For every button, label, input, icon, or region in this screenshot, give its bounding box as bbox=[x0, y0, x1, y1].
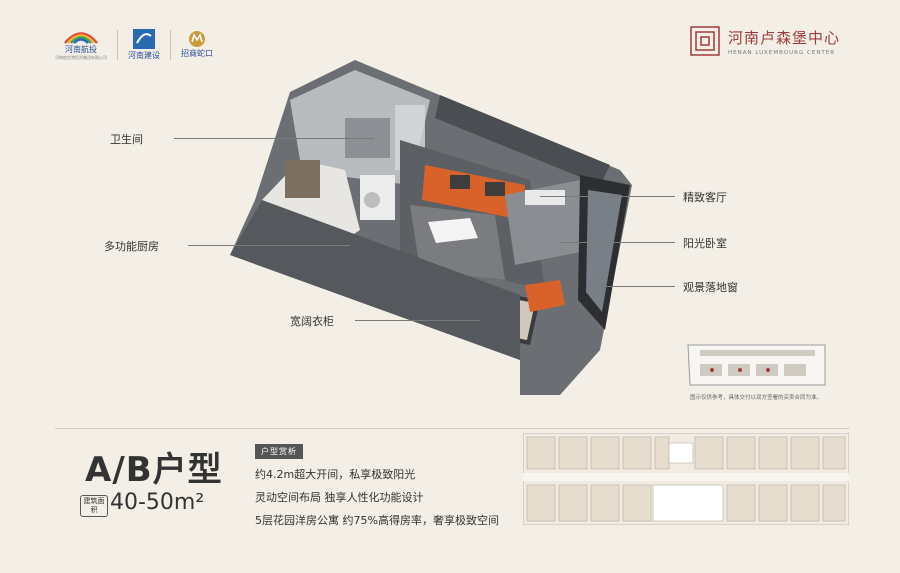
logo-henan-aviation-text: 河南航投 bbox=[65, 45, 97, 54]
coffee-table bbox=[428, 218, 478, 243]
logo-henan-construction-text: 河南建设 bbox=[128, 51, 160, 60]
key-plan bbox=[687, 344, 826, 386]
unit-3d-render bbox=[174, 60, 826, 395]
project-brand: 河南卢森堡中心 HENAN LUXEMBOURG CENTER bbox=[690, 26, 840, 56]
feature-item: 灵动空间布局 独享人性化功能设计 bbox=[255, 491, 424, 504]
logo-cmsk-text: 招商蛇口 bbox=[181, 49, 213, 58]
back-wall bbox=[435, 95, 610, 185]
developer-logos: 河南航投 河南航空港投资集团有限公司 河南建设 招商蛇口 bbox=[55, 28, 213, 61]
callout-line-wardrobe bbox=[355, 320, 480, 321]
section-divider bbox=[55, 428, 850, 429]
features-tag: 户型赏析 bbox=[255, 444, 303, 459]
logo-henan-aviation-sub: 河南航空港投资集团有限公司 bbox=[55, 55, 107, 60]
feature-item: 约4.2m超大开间，私享极致阳光 bbox=[255, 468, 416, 481]
brand-subtitle: HENAN LUXEMBOURG CENTER bbox=[727, 49, 836, 56]
lounge-chair bbox=[525, 280, 565, 312]
callout-bathroom: 卫生间 bbox=[110, 133, 143, 146]
logo-cmsk: 招商蛇口 bbox=[181, 30, 213, 59]
callout-line-kitchen bbox=[188, 245, 350, 246]
logo-henan-aviation: 河南航投 河南航空港投资集团有限公司 bbox=[55, 28, 107, 61]
area-label: 建筑面积 bbox=[80, 495, 108, 517]
floor-window-glass bbox=[586, 190, 622, 312]
kitchen-cabinet bbox=[285, 160, 320, 198]
unit-type-title: A/B户型 bbox=[85, 450, 223, 490]
callout-bedroom: 阳光卧室 bbox=[683, 237, 727, 250]
callout-line-living bbox=[540, 196, 675, 197]
construction-logo-icon bbox=[133, 29, 155, 49]
key-plan-note: 图示仅供参考，具体交付以双方签署的买卖合同为准。 bbox=[690, 395, 823, 401]
callout-wardrobe: 宽阔衣柜 bbox=[290, 315, 334, 328]
cmsk-logo-icon bbox=[189, 31, 205, 47]
callout-living: 精致客厅 bbox=[683, 191, 727, 204]
feature-item: 5层花园洋房公寓 约75%高得房率，奢享极致空间 bbox=[255, 514, 499, 527]
callout-line-window bbox=[600, 286, 675, 287]
logo-divider bbox=[170, 29, 171, 60]
logo-henan-construction: 河南建设 bbox=[128, 28, 160, 61]
logo-divider bbox=[117, 29, 118, 60]
rainbow-logo-icon bbox=[64, 32, 98, 44]
sofa-cushion bbox=[485, 182, 505, 196]
pillows bbox=[525, 190, 565, 205]
floor-plan-drawing bbox=[523, 433, 849, 525]
brand-square-logo-icon bbox=[690, 26, 720, 56]
callout-line-bedroom bbox=[560, 242, 675, 243]
washer-door bbox=[364, 192, 380, 208]
sofa bbox=[422, 165, 525, 220]
callout-kitchen: 多功能厨房 bbox=[104, 240, 159, 253]
brand-title: 河南卢森堡中心 bbox=[727, 28, 840, 47]
callout-line-bathroom bbox=[174, 138, 374, 139]
area-value: 40-50m² bbox=[110, 490, 205, 515]
sofa-cushion bbox=[450, 175, 470, 189]
callout-window: 观景落地窗 bbox=[683, 281, 738, 294]
